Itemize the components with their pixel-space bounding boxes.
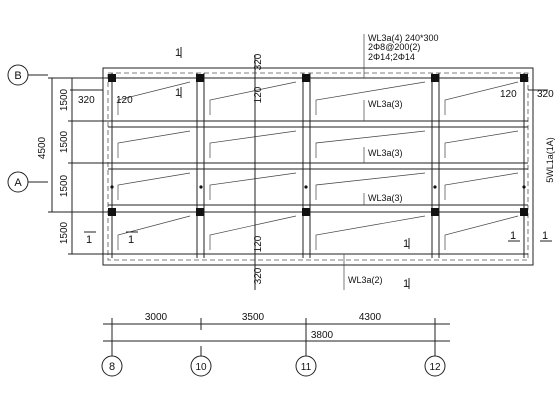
section-mark-top-2: 1 <box>175 87 181 99</box>
dim-offset-right: 320 <box>537 89 554 100</box>
axis-label-10: 10 <box>195 362 207 373</box>
dim-left-span-4: 1500 <box>59 221 70 244</box>
callout-bottom: WL3a(2) <box>348 275 383 285</box>
section-mark-left-2: 1 <box>128 234 134 246</box>
callout-mid-3: WL3a(3) <box>368 193 403 203</box>
axis-bubble-12 <box>424 355 446 377</box>
section-mark-bottom: 1 <box>403 238 409 250</box>
dim-inner-top: 120 <box>253 86 264 103</box>
slab-reinforcement-marks <box>117 81 519 250</box>
dim-inner-bottom: 120 <box>253 235 264 252</box>
dim-left-span-2: 1500 <box>59 130 70 153</box>
slab-edge-dashed <box>107 72 529 261</box>
dim-inner-right: 120 <box>500 89 517 100</box>
dim-left-span-1: 1500 <box>59 88 70 111</box>
dim-left-span-3: 1500 <box>59 174 70 197</box>
callout-mid-2: WL3a(3) <box>368 148 403 158</box>
horizontal-beams <box>108 77 528 255</box>
left-dimension-lines <box>48 77 108 255</box>
section-mark-left: 1 <box>86 234 92 246</box>
section-mark-bottom-2: 1 <box>403 278 409 290</box>
dim-inner-left: 120 <box>116 95 133 106</box>
vertical-beams <box>111 73 525 258</box>
columns <box>108 74 528 216</box>
axis-label-12: 12 <box>429 362 441 373</box>
dim-bottom-span-3: 4300 <box>359 312 382 323</box>
callout-top-line2: 2Φ8@200(2) <box>368 42 420 52</box>
axis-label-11: 11 <box>301 362 312 373</box>
dim-bottom-total: 3800 <box>311 330 334 341</box>
callout-top-line3: 2Φ14;2Φ14 <box>368 52 415 62</box>
dim-bottom-span-1: 3000 <box>145 312 168 323</box>
section-mark-right-2: 1 <box>542 230 548 242</box>
axis-bubble-10 <box>190 355 212 377</box>
dim-offset-left: 320 <box>78 95 95 106</box>
callout-top-line1: WL3a(4) 240*300 <box>368 33 439 43</box>
axis-label-A: A <box>14 177 22 189</box>
slab-outline <box>102 67 534 266</box>
axis-label-8: 8 <box>109 361 115 373</box>
dim-offset-top: 320 <box>253 53 264 70</box>
dim-bottom-span-2: 3500 <box>242 312 265 323</box>
callout-mid-1: WL3a(3) <box>368 99 403 109</box>
dim-offset-bottom: 320 <box>253 267 264 284</box>
section-mark-top: 1 <box>175 47 181 59</box>
axis-bubble-11 <box>295 355 317 377</box>
section-mark-right: 1 <box>510 230 516 242</box>
axis-label-B: B <box>14 70 21 82</box>
axis-bubble-8 <box>101 355 123 377</box>
bottom-dimension-lines <box>103 318 450 356</box>
dim-left-total: 4500 <box>37 136 48 159</box>
callout-right-vertical: 5WL1a(1A) <box>545 137 555 183</box>
